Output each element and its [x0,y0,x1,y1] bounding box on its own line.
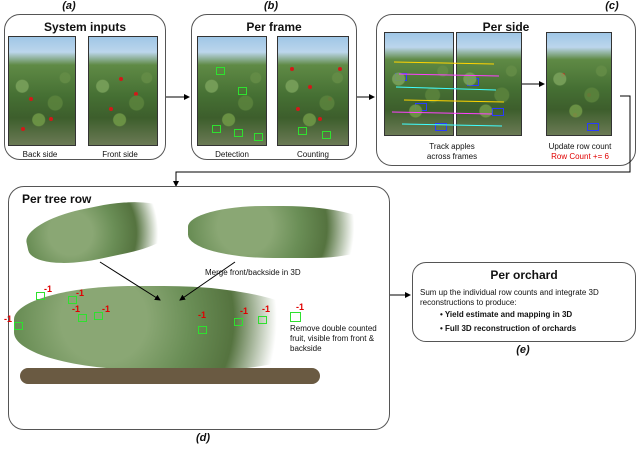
panel-e-title: Per orchard [490,268,558,282]
back-side-image [8,36,76,146]
front-side-image [88,36,158,146]
counting-caption: Counting [296,150,330,159]
marker-label: -1 [76,288,85,298]
marker-box [258,316,267,324]
marker-box [68,296,77,304]
row-count-image [546,32,612,136]
panel-b-title: Per frame [246,20,302,34]
panel-a-title: System inputs [43,20,127,34]
reconstruction-right [188,206,378,258]
panel-e-bullet-1: • Yield estimate and mapping in 3D [440,310,573,319]
panel-c-letter: (c) [605,0,619,12]
marker-box [234,318,243,326]
marker-label: -1 [262,304,271,314]
marker-box [78,314,87,322]
panel-a-letter: (a) [62,0,76,12]
marker-label: -1 [296,302,305,312]
panel-b-letter: (b) [263,0,279,12]
merged-reconstruction [14,286,314,370]
back-side-caption: Back side [22,150,58,159]
marker-label: -1 [72,304,81,314]
marker-label: -1 [4,314,13,324]
marker-label: -1 [240,306,249,316]
panel-d-title: Per tree row [22,192,92,206]
marker-box [198,326,207,334]
panel-e-intro: Sum up the individual row counts and int… [420,288,599,307]
remove-note: Remove double counted fruit, visible fro… [290,324,377,353]
panel-e-letter: (e) [516,344,530,356]
counting-image [277,36,349,146]
d-to-e-arrow [390,292,411,298]
panel-d-letter: (d) [195,432,211,444]
track-image-2 [456,32,522,136]
top-arrows [166,81,631,187]
track-lines [391,61,505,127]
detection-image [197,36,267,146]
merge-arrows [99,261,236,301]
marker-label: -1 [102,304,111,314]
marker-box [94,312,103,320]
marker-label: -1 [198,310,207,320]
marker-box [36,292,45,300]
bullet-text: Full 3D reconstruction of orchards [445,324,577,333]
panel-e-box [412,262,636,342]
bullet-text: Yield estimate and mapping in 3D [444,310,573,319]
panel-e-bullet-2: • Full 3D reconstruction of orchards [440,324,577,333]
track-caption: Track apples across frames [426,142,478,161]
update-caption: Update row count [548,142,612,151]
panel-c-title: Per side [482,20,530,34]
marker-box [14,322,23,330]
marker-label: -1 [44,284,53,294]
front-side-caption: Front side [102,150,138,159]
ground [20,368,320,384]
merge-note: Merge front/backside in 3D [205,268,301,277]
row-count-text: Row Count += 6 [551,152,609,161]
track-image-1 [384,32,454,136]
detection-caption: Detection [215,150,249,159]
marker-box [290,312,301,322]
